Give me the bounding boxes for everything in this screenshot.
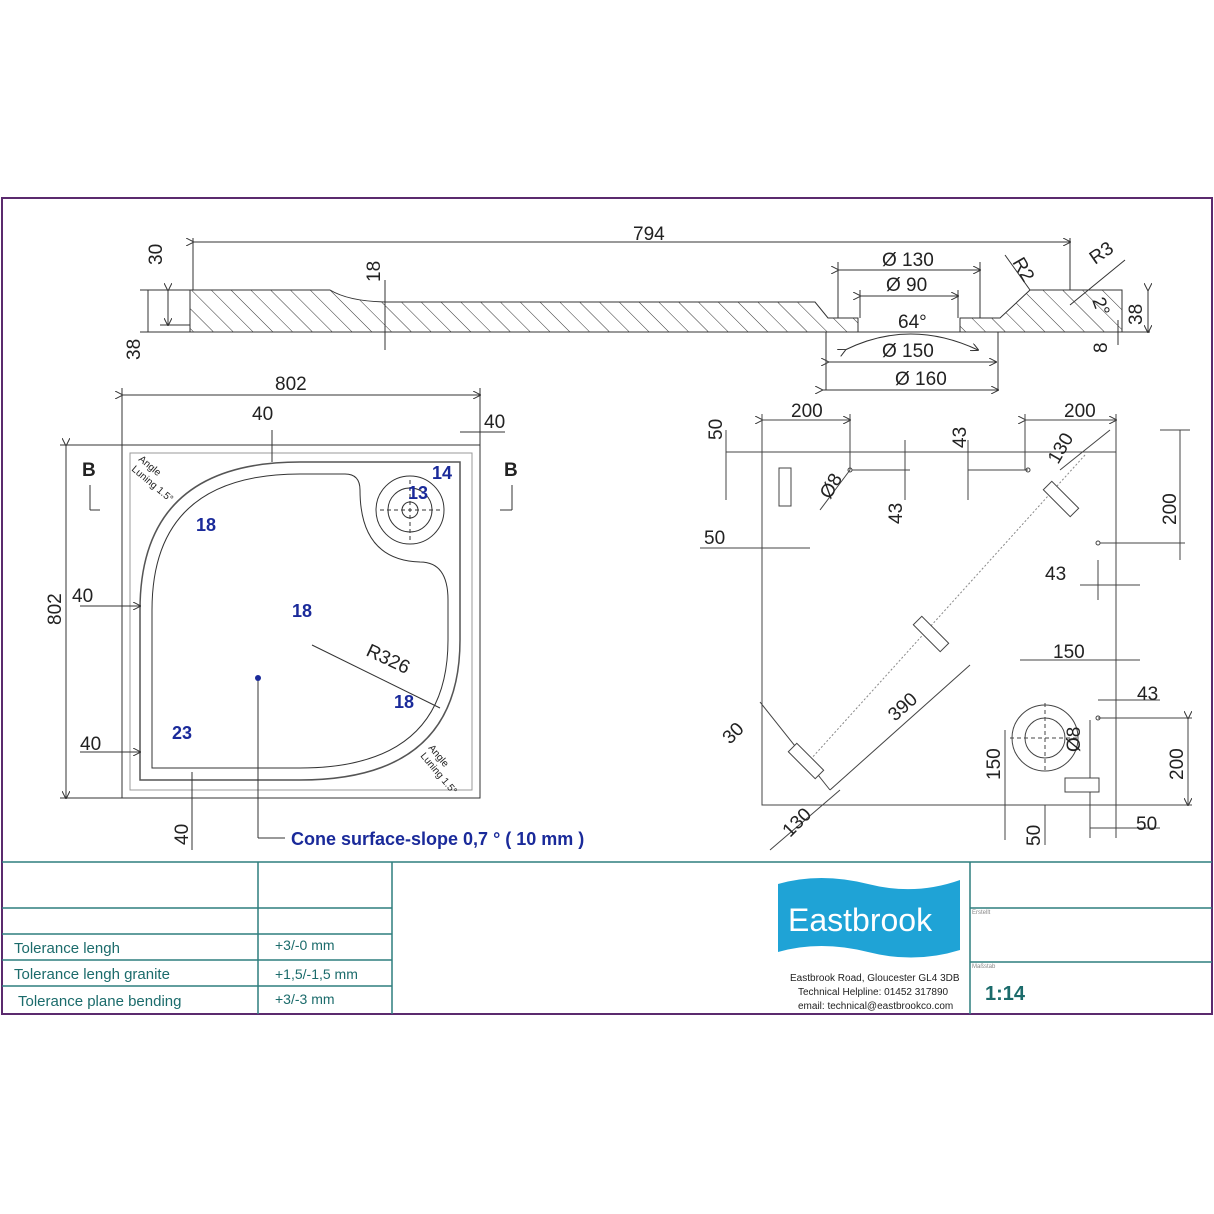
brand-email: email: technical@eastbrookco.com xyxy=(798,1001,953,1012)
brand-address: Eastbrook Road, Gloucester GL4 3DB xyxy=(790,973,960,984)
dim-40-right: 40 xyxy=(484,412,505,433)
tolerance-label-1: Tolerance lengh xyxy=(14,940,120,957)
slope-label-13: 13 xyxy=(408,483,428,503)
dim-802-left: 802 xyxy=(45,593,66,625)
dim-794: 794 xyxy=(633,224,665,245)
dim-d90: Ø 90 xyxy=(886,275,927,296)
field-label-scale: Maßstab xyxy=(972,964,996,970)
u-dim-d8-a: Ø8 xyxy=(816,470,847,502)
dim-38-left: 38 xyxy=(124,339,145,360)
drain xyxy=(375,475,445,545)
u-dim-200-right-b: 200 xyxy=(1167,748,1188,780)
tray-section xyxy=(189,289,859,333)
dim-40-bottom: 40 xyxy=(172,824,193,845)
top-view xyxy=(60,388,513,850)
tray-basin-outer xyxy=(139,461,461,781)
slope-label-18-a: 18 xyxy=(196,515,216,535)
tolerance-label-3: Tolerance plane bending xyxy=(18,993,181,1010)
underside-view xyxy=(700,414,1192,851)
section-label-b-right: B xyxy=(504,460,518,481)
dim-8: 8 xyxy=(1091,342,1112,353)
u-dim-50-top: 50 xyxy=(706,419,727,440)
dim-40-bottom-left: 40 xyxy=(80,734,101,755)
dim-30: 30 xyxy=(146,244,167,265)
u-dim-390: 390 xyxy=(884,689,922,726)
scale-value: 1:14 xyxy=(985,983,1026,1005)
u-dim-50-bottom-b: 50 xyxy=(1136,814,1157,835)
tolerance-label-2: Tolerance lengh granite xyxy=(14,966,170,983)
u-dim-43-right: 43 xyxy=(1045,564,1066,585)
dim-d130: Ø 130 xyxy=(882,250,934,271)
dim-38-right: 38 xyxy=(1126,304,1147,325)
slope-label-14: 14 xyxy=(432,463,452,483)
u-dim-43-right-b: 43 xyxy=(1137,684,1158,705)
dim-r326: R326 xyxy=(363,640,413,678)
dim-40-left: 40 xyxy=(72,586,93,607)
tolerance-value-3: +3/-3 mm xyxy=(275,991,335,1007)
u-dim-50-left: 50 xyxy=(704,528,725,549)
dim-angle-64: 64° xyxy=(898,312,927,333)
eastbrook-logo: Eastbrook xyxy=(778,878,960,958)
dim-d150: Ø 150 xyxy=(882,341,934,362)
dim-40-top: 40 xyxy=(252,404,273,425)
dim-18: 18 xyxy=(364,261,385,282)
cone-note: Cone surface-slope 0,7 ° ( 10 mm ) xyxy=(291,829,584,849)
section-view xyxy=(140,238,1150,390)
u-dim-30: 30 xyxy=(719,719,749,749)
slope-label-18-b: 18 xyxy=(292,601,312,621)
u-dim-200-left: 200 xyxy=(791,401,823,422)
tray-basin-inner xyxy=(151,473,449,769)
dim-d160: Ø 160 xyxy=(895,369,947,390)
tolerance-value-2: +1,5/-1,5 mm xyxy=(275,966,358,982)
tolerance-value-1: +3/-0 mm xyxy=(275,937,335,953)
field-label-created: Erstellt xyxy=(972,910,991,916)
u-dim-130-bottom: 130 xyxy=(779,804,816,841)
u-dim-50-bottom: 50 xyxy=(1024,825,1045,846)
u-dim-150-drain: 150 xyxy=(1053,642,1085,663)
u-dim-200-right-side: 200 xyxy=(1160,493,1181,525)
u-dim-200-right: 200 xyxy=(1064,401,1096,422)
slope-label-18-c: 18 xyxy=(394,692,414,712)
u-dim-150-left: 150 xyxy=(984,748,1005,780)
dim-r3: R3 xyxy=(1086,238,1118,269)
slope-label-23: 23 xyxy=(172,723,192,743)
u-dim-d8-b: Ø8 xyxy=(1064,727,1085,752)
u-dim-130-top: 130 xyxy=(1044,430,1078,468)
dim-r2: R2 xyxy=(1008,254,1038,286)
u-dim-43-b: 43 xyxy=(886,503,907,524)
brand-helpline: Technical Helpline: 01452 317890 xyxy=(798,987,949,998)
dim-802-top: 802 xyxy=(275,374,307,395)
drawing-border xyxy=(1,197,1213,1015)
title-block xyxy=(2,861,1212,1014)
u-dim-43-a: 43 xyxy=(950,427,971,448)
section-label-b-left: B xyxy=(82,460,96,481)
brand-name: Eastbrook xyxy=(788,902,933,938)
